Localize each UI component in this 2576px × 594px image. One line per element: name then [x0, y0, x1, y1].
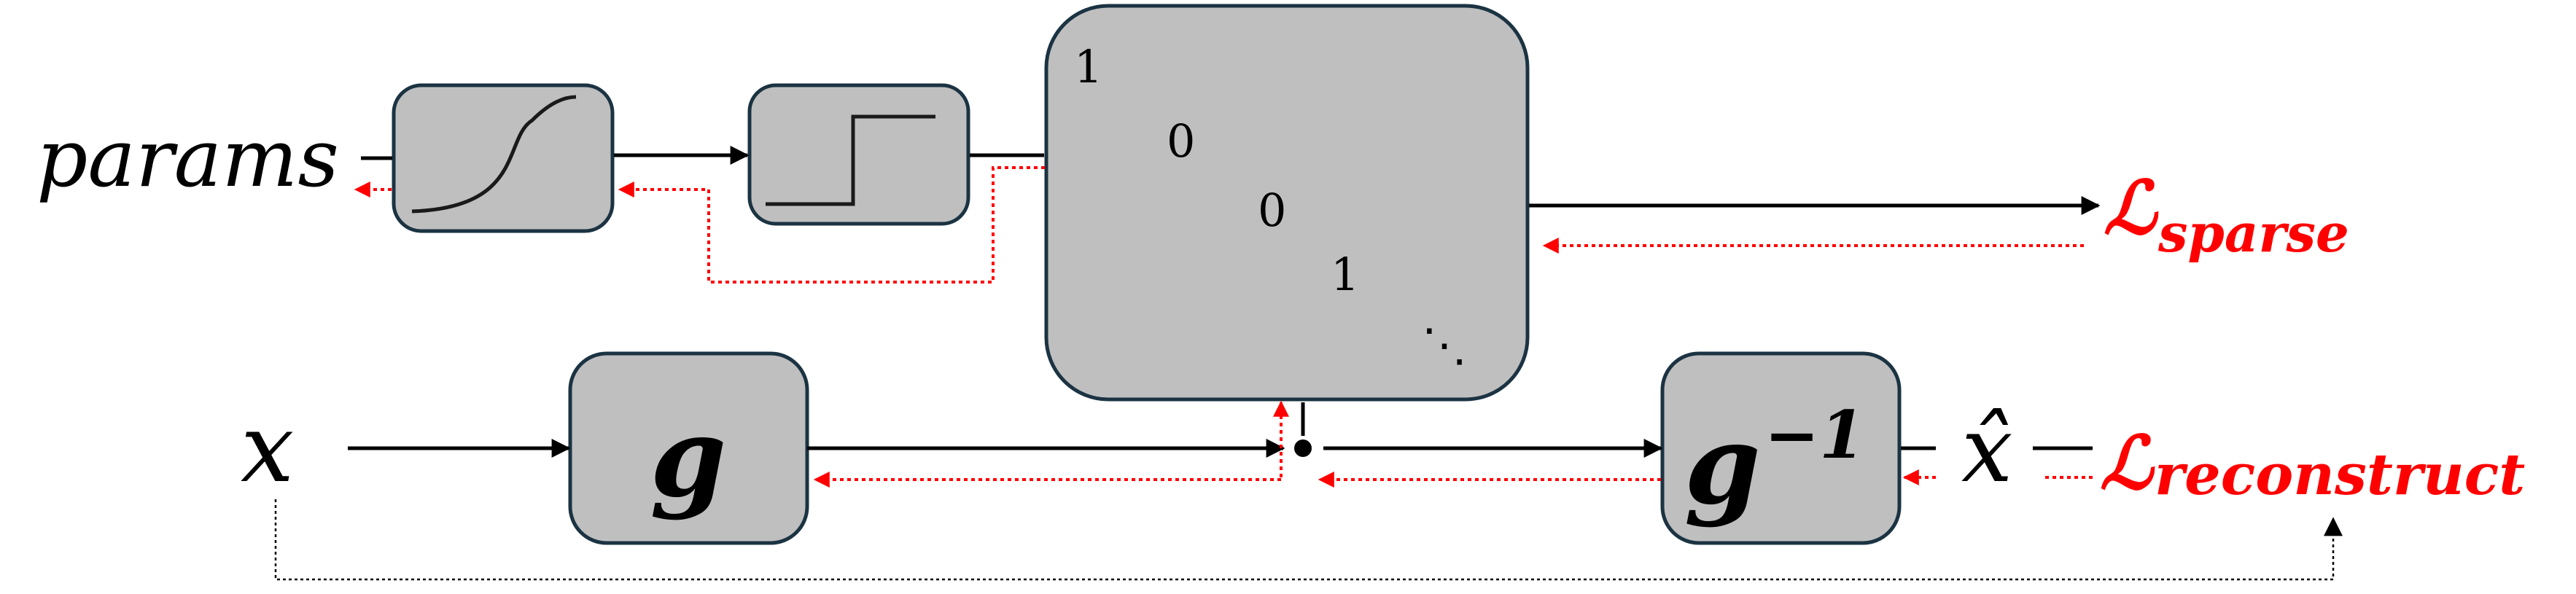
sigmoid-block: [392, 83, 615, 233]
sigmoid-curve-icon: [411, 95, 577, 214]
matrix-entry-1: 1: [1074, 40, 1102, 93]
x-input-label: x: [241, 393, 294, 504]
skip-x-to-recon-loss: [274, 499, 2343, 581]
params-label: params: [36, 112, 339, 205]
reconstruct-loss: ℒ reconstruct: [2100, 420, 2525, 508]
sparse-loss-subscript: sparse: [2157, 202, 2349, 264]
sparse-loss: ℒ sparse: [2104, 165, 2349, 264]
sigmoid-box: [392, 83, 615, 233]
encoder-label: g: [650, 394, 727, 522]
decoder-block: g−1: [1660, 351, 1902, 545]
decoder-base: g: [1684, 401, 1761, 529]
matrix-entry-4: 1: [1331, 248, 1359, 301]
decoder-exponent: −1: [1764, 396, 1865, 474]
reconstruct-loss-symbol: ℒ: [2100, 420, 2155, 506]
x-hat-label: x̂: [1961, 397, 2013, 503]
multiply-node: [1294, 439, 1312, 457]
step-block: [747, 83, 970, 226]
sparse-loss-symbol: ℒ: [2104, 165, 2159, 251]
step-function-icon: [766, 114, 935, 206]
step-box: [747, 83, 970, 226]
grad-mask-to-sigmoid: [618, 166, 1045, 284]
matrix-entry-3: 0: [1258, 184, 1286, 237]
reconstruct-loss-subscript: reconstruct: [2155, 442, 2525, 508]
x-hat-output: x̂: [1961, 397, 2013, 503]
mask-matrix-block: 1 0 0 1 ⋱: [1044, 4, 1530, 402]
mask-matrix-box: [1044, 4, 1530, 402]
decoder-label: g−1: [1684, 396, 1865, 529]
matrix-ellipsis: ⋱: [1422, 319, 1467, 372]
matrix-entry-2: 0: [1167, 114, 1195, 168]
encoder-block: g: [568, 351, 809, 545]
